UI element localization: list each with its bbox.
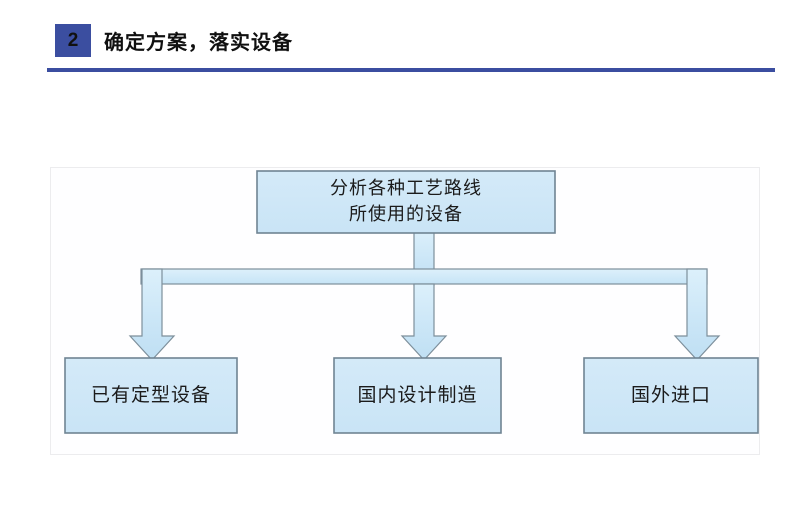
header-divider: [47, 68, 775, 72]
page-title: 确定方案，落实设备: [104, 30, 293, 54]
connector-arrow-middle: [400, 283, 448, 361]
step-number-badge: 2: [55, 24, 91, 57]
connector-arrow-left: [128, 268, 176, 361]
slide-header: 2 确定方案，落实设备: [0, 0, 808, 80]
node-branch-box-2[interactable]: [333, 357, 502, 434]
node-branch-box-1[interactable]: [64, 357, 238, 434]
connector-arrow-right: [673, 268, 721, 361]
node-branch-box-3[interactable]: [583, 357, 759, 434]
node-root-box[interactable]: [256, 170, 556, 234]
flowchart-panel: 分析各种工艺路线 所使用的设备 已有定型设备 国内设计制造 国外进口: [50, 167, 760, 455]
connector-horizontal-bar: [140, 268, 708, 285]
flowchart-graphic: [64, 170, 759, 434]
